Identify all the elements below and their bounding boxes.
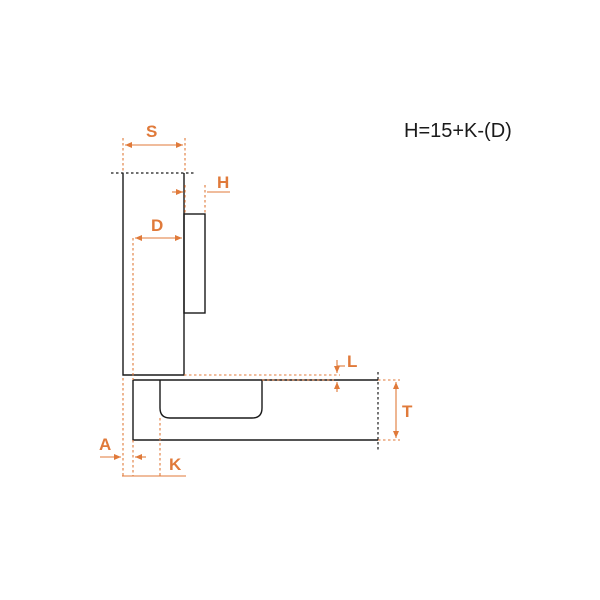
label-h: H — [217, 173, 229, 192]
label-t: T — [402, 402, 413, 421]
label-d: D — [151, 216, 163, 235]
hinge-cup — [159, 380, 263, 419]
dimension-lines — [100, 138, 400, 477]
hinge-plate — [183, 213, 206, 314]
label-l: L — [347, 352, 357, 371]
part-outlines — [111, 172, 379, 452]
door-panel — [132, 380, 378, 441]
dimension-labels: S H D L T A K — [99, 122, 413, 474]
label-k: K — [169, 455, 182, 474]
formula-text: H=15+K-(D) — [404, 120, 512, 142]
side-panel — [122, 173, 185, 376]
label-s: S — [146, 122, 157, 141]
label-a: A — [99, 435, 111, 454]
